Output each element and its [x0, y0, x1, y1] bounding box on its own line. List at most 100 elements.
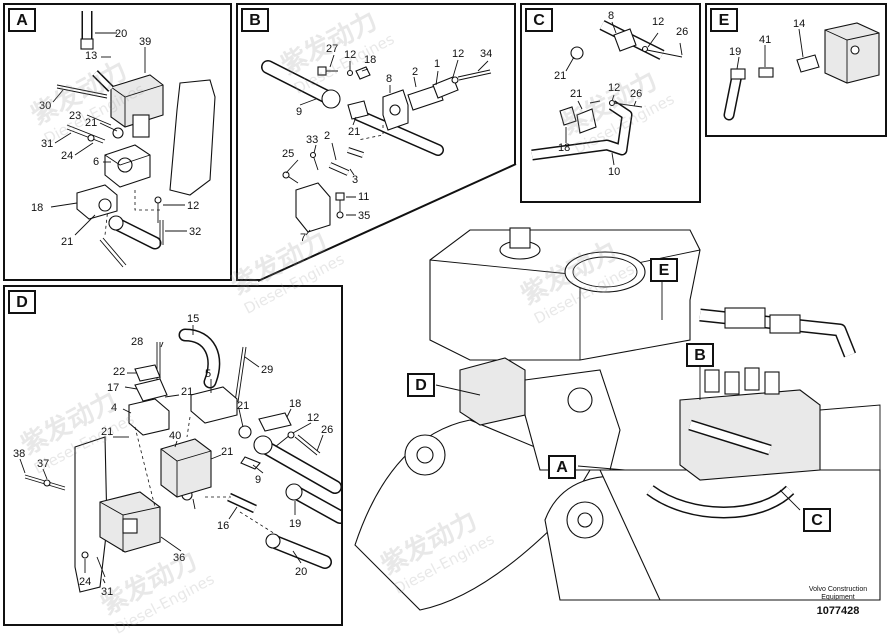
- callout-c-26b: 26: [630, 88, 642, 100]
- callout-b-7: 7: [300, 232, 306, 244]
- callout-b-1: 1: [434, 58, 440, 70]
- control-valve: [679, 389, 821, 481]
- callout-a-18: 18: [31, 202, 43, 214]
- panel-c-tag: C: [525, 8, 553, 32]
- callout-d-5: 5: [205, 368, 211, 380]
- overview-tag-c: C: [803, 508, 831, 532]
- panel-b: B: [236, 3, 516, 281]
- callout-d-31: 31: [101, 586, 113, 598]
- callout-b-27: 27: [326, 43, 338, 55]
- callout-d-22: 22: [113, 366, 125, 378]
- callout-b-12b: 12: [452, 48, 464, 60]
- callout-d-21b: 21: [237, 400, 249, 412]
- callout-a-32: 32: [189, 226, 201, 238]
- callout-d-16: 16: [217, 520, 229, 532]
- panel-c-drawing: 8 12 26 21 21 12 26 18 10: [531, 10, 688, 178]
- callout-d-18: 18: [289, 398, 301, 410]
- clamp-7: [295, 182, 331, 233]
- overview-tag-b: B: [686, 343, 714, 367]
- callout-d-21d: 21: [221, 446, 233, 458]
- callout-b-2b: 2: [324, 130, 330, 142]
- callout-d-15: 15: [187, 313, 199, 325]
- callout-d-38: 38: [13, 448, 25, 460]
- callout-d-36: 36: [173, 552, 185, 564]
- boom: [354, 419, 591, 611]
- callout-b-11: 11: [358, 191, 369, 203]
- callout-b-35: 35: [358, 210, 370, 222]
- callout-c-8: 8: [608, 10, 614, 22]
- overview-tag-a: A: [548, 455, 576, 479]
- callout-a-21: 21: [85, 117, 97, 129]
- panel-a: A: [3, 3, 232, 281]
- panel-e-tag: E: [710, 8, 738, 32]
- callout-c-12: 12: [652, 16, 664, 28]
- callout-a-31: 31: [41, 138, 53, 150]
- panel-e-drawing: 14 19 41: [723, 18, 880, 121]
- callout-d-29: 29: [261, 364, 273, 376]
- panel-b-drawing: 27 12 18 34 12 1 2 8 9 21 33 2 25 3 11 3…: [261, 43, 492, 244]
- callout-d-21c: 21: [101, 426, 113, 438]
- callout-c-10: 10: [608, 166, 620, 178]
- callout-d-26: 26: [321, 424, 333, 436]
- panel-d: D: [3, 285, 343, 626]
- panel-d-drawing: 15 28 22 17 21 5 29 4 21 18 12 26 40 21 …: [13, 313, 341, 598]
- panel-e: E 14 19 41: [705, 3, 887, 137]
- callout-a-12: 12: [187, 200, 199, 212]
- callout-d-21: 21: [181, 386, 193, 398]
- callout-b-34: 34: [480, 48, 492, 60]
- callout-d-4: 4: [111, 402, 117, 414]
- callout-e-41: 41: [759, 34, 771, 46]
- callout-a-13: 13: [85, 50, 97, 62]
- callout-d-40: 40: [169, 430, 181, 442]
- panel-c: C 8 12 26 21 21 12 26 18 10: [520, 3, 701, 203]
- callout-b-21: 21: [348, 126, 360, 138]
- callout-b-12: 12: [344, 49, 356, 61]
- panel-a-drawing: 20 13 39 30 23 21 31 24 6 12 18 21 32: [31, 11, 216, 268]
- callout-b-8: 8: [386, 73, 392, 85]
- hydraulic-tank: [429, 229, 701, 361]
- pump-block: [459, 357, 526, 426]
- valve-block-39: [110, 74, 164, 128]
- callout-a-6: 6: [93, 156, 99, 168]
- callout-a-21b: 21: [61, 236, 73, 248]
- callout-a-39: 39: [139, 36, 151, 48]
- drawing-id: 1077428: [816, 605, 860, 617]
- callout-d-9: 9: [255, 474, 261, 486]
- callout-a-20: 20: [115, 28, 127, 40]
- callout-e-19: 19: [729, 46, 741, 58]
- panel-b-tag: B: [241, 8, 269, 32]
- panel-d-tag: D: [8, 290, 36, 314]
- callout-d-20: 20: [295, 566, 307, 578]
- callout-c-26: 26: [676, 26, 688, 38]
- callout-b-18: 18: [364, 54, 376, 66]
- callout-b-9: 9: [296, 106, 302, 118]
- callout-d-17: 17: [107, 382, 119, 394]
- overview-tag-e: E: [650, 258, 678, 282]
- mounting-bracket: [169, 79, 216, 196]
- callout-a-23: 23: [69, 110, 81, 122]
- panel-a-tag: A: [8, 8, 36, 32]
- callout-d-12: 12: [307, 412, 319, 424]
- callout-d-24: 24: [79, 576, 91, 588]
- callout-c-21: 21: [554, 70, 566, 82]
- valve-40: [160, 438, 212, 498]
- callout-a-24: 24: [61, 150, 73, 162]
- callout-c-21b: 21: [570, 88, 582, 100]
- footer-line-1: Volvo Construction: [808, 586, 868, 593]
- callout-c-18: 18: [558, 142, 570, 154]
- fitting-20: [80, 38, 94, 50]
- callout-d-28: 28: [131, 336, 143, 348]
- callout-a-30: 30: [39, 100, 51, 112]
- callout-e-14: 14: [793, 18, 805, 30]
- callout-d-37: 37: [37, 458, 49, 470]
- callout-c-12b: 12: [608, 82, 620, 94]
- callout-b-2: 2: [412, 66, 418, 78]
- overview-tag-d: D: [407, 373, 435, 397]
- callout-d-19: 19: [289, 518, 301, 530]
- callout-b-25: 25: [282, 148, 294, 160]
- callout-b-33: 33: [306, 134, 318, 146]
- footer-line-2: Equipment: [821, 594, 855, 601]
- drawing-footer: Volvo Construction Equipment 1077428: [790, 586, 886, 617]
- callout-b-3: 3: [352, 174, 358, 186]
